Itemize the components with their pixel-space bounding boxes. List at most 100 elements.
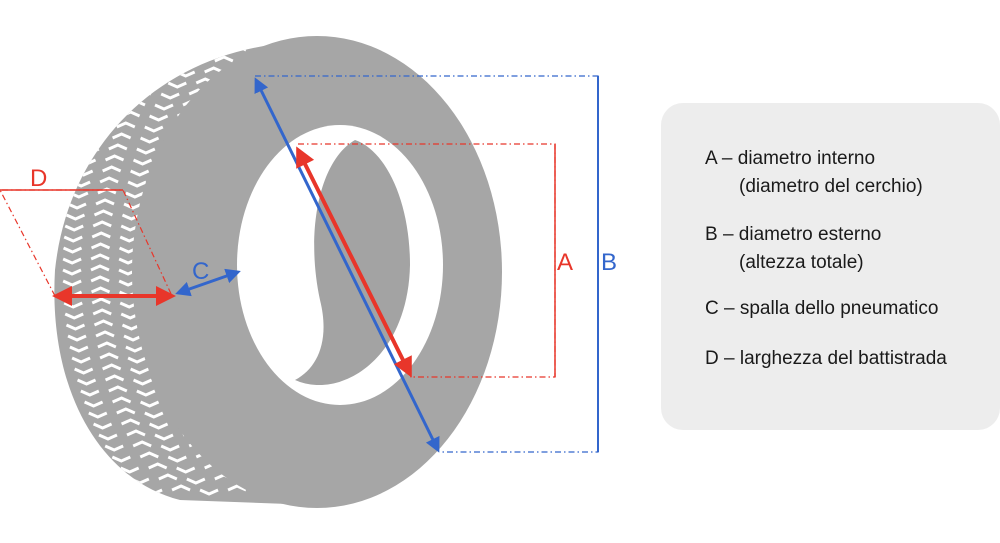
legend-item-d-text: D – larghezza del battistrada [705, 348, 947, 369]
tread-groove [111, 396, 132, 404]
legend-item-c-text: C – spalla dello pneumatico [705, 298, 939, 319]
tread-groove [62, 257, 82, 265]
tread-groove [143, 48, 163, 56]
tread-groove [136, 147, 156, 155]
tread-groove [130, 59, 150, 67]
tread-groove [90, 275, 110, 283]
tread-groove [148, 114, 169, 122]
tread-groove [171, 484, 191, 492]
tread-groove [90, 242, 111, 250]
tread-groove [160, 92, 180, 100]
tread-groove [132, 88, 152, 96]
tread-groove [139, 136, 160, 144]
tread-groove [76, 378, 97, 386]
tread-groove [111, 132, 132, 140]
tread-groove [158, 55, 178, 63]
tread-groove [80, 389, 100, 397]
tread-groove [132, 440, 152, 448]
tread-groove [98, 103, 118, 111]
tread-groove [144, 411, 164, 419]
tread-groove [154, 103, 174, 111]
tread-groove [171, 44, 191, 52]
tread-groove [227, 44, 247, 52]
tread-groove [104, 92, 124, 100]
tread-groove [95, 198, 115, 206]
tread-groove [116, 121, 136, 129]
tread-groove [148, 66, 168, 74]
tread-groove [111, 81, 131, 89]
tread-groove [130, 367, 150, 375]
tread-groove [67, 202, 87, 210]
tread-groove [93, 319, 114, 327]
tread-groove [95, 330, 115, 338]
label-a: A [557, 249, 573, 276]
tread-groove [71, 356, 91, 364]
tread-groove [98, 433, 118, 441]
label-b: B [601, 249, 617, 276]
tread-groove [158, 473, 178, 481]
tread-groove [92, 220, 112, 228]
tread-groove [90, 253, 110, 261]
tread-groove [186, 477, 206, 485]
tread-groove [65, 213, 86, 221]
label-c: C [192, 258, 209, 285]
tread-groove [199, 48, 219, 56]
tread-groove [62, 246, 83, 254]
tread-groove [64, 312, 84, 320]
tread-groove [99, 352, 119, 360]
tread-groove [130, 169, 150, 177]
tread-groove [120, 418, 141, 426]
tread-groove [167, 455, 187, 463]
tread-groove [97, 187, 117, 195]
legend-item-a: A – diametro interno (diametro del cerch… [705, 145, 923, 201]
tread-groove [204, 66, 224, 74]
tread-groove [120, 70, 140, 78]
tread-groove [74, 367, 94, 375]
tread-groove [65, 323, 86, 331]
tread-groove [62, 279, 82, 287]
tread-groove [67, 334, 87, 342]
tread-groove [83, 400, 104, 408]
tread-groove [123, 202, 143, 210]
tread-groove [104, 374, 125, 382]
legend-item-c: C – spalla dello pneumatico [705, 295, 938, 323]
tread-groove [69, 345, 89, 353]
tread-groove [148, 422, 169, 430]
dimension-d: D [0, 165, 176, 306]
sidewall-arrow [175, 268, 241, 297]
tread-groove [139, 400, 160, 408]
tread-groove [91, 231, 111, 239]
tread-groove [102, 165, 122, 173]
tread-groove [92, 422, 113, 430]
tread-groove [123, 334, 143, 342]
tread-groove [139, 77, 159, 85]
tread-groove [144, 125, 164, 133]
legend-item-b-text: B – diametro esterno [705, 224, 882, 245]
tread-groove [63, 235, 83, 243]
tread-groove [199, 488, 219, 496]
tread-groove [127, 356, 147, 364]
tread-groove [64, 224, 84, 232]
tread-groove [227, 484, 247, 492]
legend-item-a-text: A – diametro interno [705, 148, 876, 169]
tread-groove [93, 209, 114, 217]
tread-groove [125, 345, 145, 353]
tread-groove [132, 378, 153, 386]
tread-groove [104, 154, 125, 162]
tread-groove [139, 451, 159, 459]
tread-groove [104, 444, 124, 452]
legend-item-b-subtext: (altezza totale) [739, 252, 864, 273]
tread-groove [154, 433, 174, 441]
tread-groove [143, 488, 163, 496]
tread-groove [136, 389, 156, 397]
tread-groove [102, 363, 122, 371]
tread-groove [116, 407, 136, 415]
tread-groove [160, 444, 180, 452]
legend-panel: A – diametro interno (diametro del cerch… [661, 103, 1000, 430]
inner-diameter-arrow [296, 146, 412, 378]
legend-item-d: D – larghezza del battistrada [705, 345, 947, 373]
tread-groove [167, 81, 187, 89]
tread-groove [111, 455, 131, 463]
tread-groove [97, 341, 117, 349]
